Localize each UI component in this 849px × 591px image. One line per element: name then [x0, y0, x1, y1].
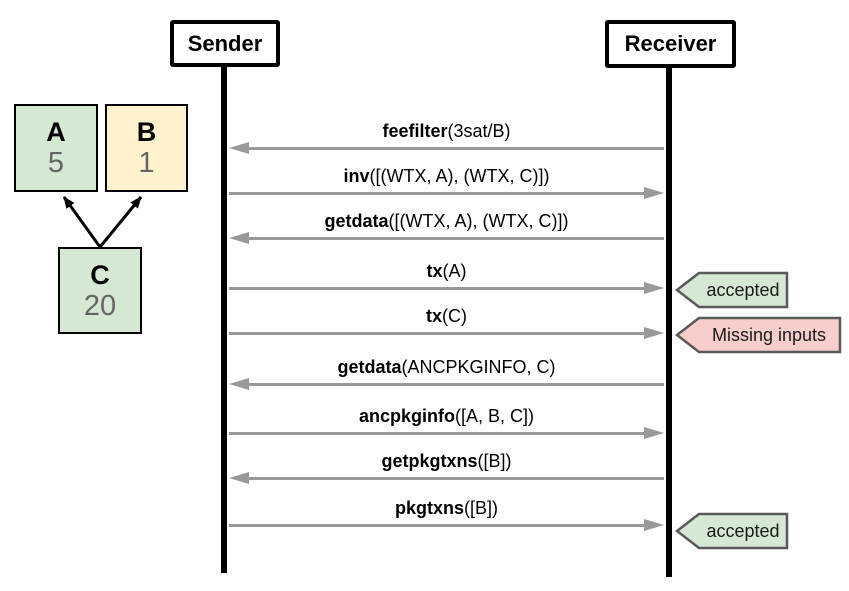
- tag-shape: [675, 271, 789, 309]
- message-label: pkgtxns([B]): [394, 498, 498, 518]
- arrow-to-receiver: [229, 427, 664, 439]
- arrowhead-icon: [229, 232, 249, 244]
- tx-node-B: B 1: [105, 104, 188, 192]
- tag-accepted-txA: accepted: [675, 271, 789, 309]
- arrow-to-sender: [229, 472, 664, 484]
- actor-receiver: Receiver: [605, 20, 736, 68]
- message-label: feefilter(3sat/B): [382, 121, 511, 141]
- message-label: inv([(WTX, A), (WTX, C)]): [343, 166, 550, 186]
- arrow-to-sender: [229, 378, 664, 390]
- arrowhead-icon: [229, 378, 249, 390]
- tx-graph-edges: [62, 196, 143, 248]
- arrowhead-icon: [644, 427, 664, 439]
- message-ancpkginfo: ancpkginfo([A, B, C]): [229, 405, 664, 439]
- tag-missing-inputs-txC: Missing inputs: [675, 316, 842, 354]
- actor-sender-label: Sender: [187, 30, 263, 56]
- actor-receiver-label: Receiver: [624, 31, 717, 56]
- tx-node-label: A: [46, 117, 66, 148]
- tx-node-C: C 20: [58, 247, 142, 334]
- message-inv: inv([(WTX, A), (WTX, C)]): [229, 165, 664, 199]
- tag-label: accepted: [706, 280, 779, 300]
- message-label: getdata(ANCPKGINFO, C): [337, 357, 556, 377]
- tx-node-label: C: [90, 259, 110, 290]
- message-label: getdata([(WTX, A), (WTX, C)]): [324, 211, 569, 231]
- message-getdata-wtx: getdata([(WTX, A), (WTX, C)]): [229, 210, 664, 244]
- arrowhead-icon: [644, 519, 664, 531]
- lifeline-sender: [221, 66, 227, 573]
- tx-node-label: B: [136, 117, 157, 148]
- message-getpkgtxns: getpkgtxns([B]): [229, 450, 664, 484]
- arrow-to-receiver: [229, 327, 664, 339]
- message-getdata-ancpkginfo: getdata(ANCPKGINFO, C): [229, 356, 664, 390]
- tag-accepted-pkgtxns: accepted: [675, 512, 789, 550]
- tx-node-value: 1: [138, 147, 155, 180]
- arrowhead-icon: [644, 327, 664, 339]
- message-feefilter: feefilter(3sat/B): [229, 120, 664, 154]
- tx-node-A: A 5: [14, 104, 98, 192]
- arrowhead-icon: [229, 472, 249, 484]
- message-pkgtxns: pkgtxns([B]): [229, 497, 664, 531]
- message-label: getpkgtxns([B]): [381, 451, 512, 471]
- lifeline-receiver: [666, 67, 672, 577]
- tx-node-value: 20: [83, 289, 117, 322]
- message-tx-C: tx(C): [229, 305, 664, 339]
- arrowhead-icon: [644, 282, 664, 294]
- tag-shape: [675, 316, 842, 354]
- tag-label: Missing inputs: [712, 325, 826, 345]
- message-tx-A: tx(A): [229, 260, 664, 294]
- edge-C-to-B: [98, 196, 143, 248]
- arrow-to-sender: [229, 142, 664, 154]
- tx-node-value: 5: [47, 147, 65, 180]
- actor-sender: Sender: [170, 20, 280, 67]
- message-label: tx(A): [426, 261, 467, 281]
- arrow-to-receiver: [229, 282, 664, 294]
- arrowhead-icon: [644, 187, 664, 199]
- edge-C-to-A: [62, 196, 102, 248]
- message-label: tx(C): [425, 306, 467, 326]
- message-label: ancpkginfo([A, B, C]): [358, 406, 535, 426]
- arrow-to-receiver: [229, 519, 664, 531]
- arrowhead-icon: [229, 142, 249, 154]
- arrow-to-sender: [229, 232, 664, 244]
- arrow-to-receiver: [229, 187, 664, 199]
- tag-label: accepted: [706, 521, 779, 541]
- tag-shape: [675, 512, 789, 550]
